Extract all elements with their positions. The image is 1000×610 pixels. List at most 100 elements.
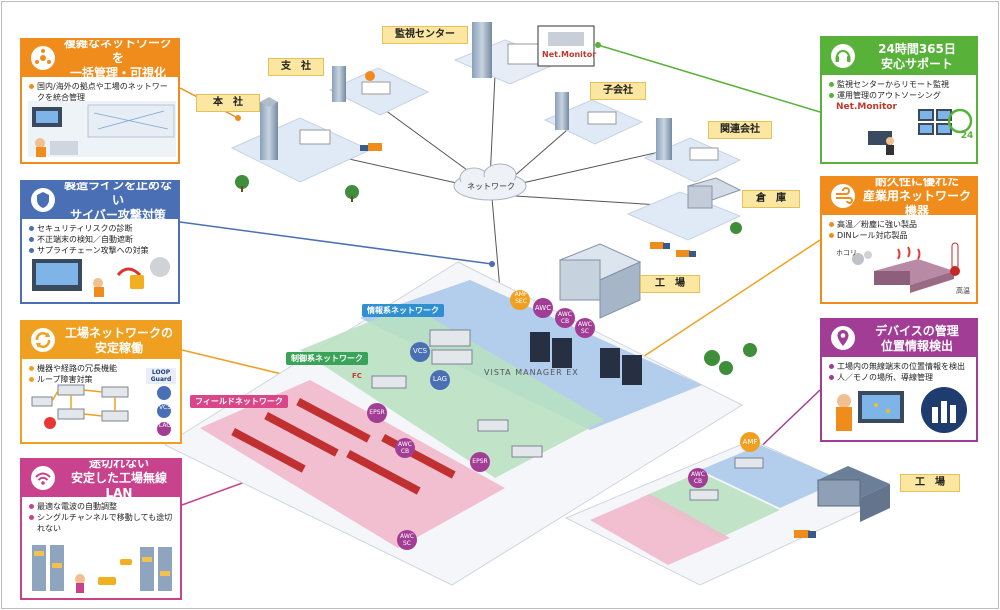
tag-awc-sc-2	[397, 530, 417, 550]
warehouse-robot-illustration	[32, 545, 172, 593]
refresh-cycle-icon	[31, 328, 55, 352]
sub-factory	[564, 439, 890, 586]
tag-awc-sc-label: AWC SC	[578, 321, 592, 335]
tag-epsr-2	[470, 452, 490, 472]
bullet: 最適な電波の自動調整	[28, 501, 174, 512]
bullet: 不正端末の検知／自動遮断	[28, 234, 172, 245]
panel-wireless-lan: 途切れない 安定した工場無線LAN 最適な電波の自動調整 シングルチャンネルで移…	[20, 458, 182, 600]
site-honsha	[230, 97, 382, 202]
tag-awc-label: AWC	[534, 304, 552, 312]
panel-location-header: デバイスの管理 位置情報検出	[822, 320, 976, 357]
shield-icon	[31, 188, 55, 212]
tag-awc-cb	[555, 308, 575, 328]
site-kogaisha	[543, 92, 644, 145]
redundant-switch-illustration	[31, 384, 171, 436]
monitoring-center-illustration	[868, 108, 973, 155]
control-room-illustration	[28, 101, 176, 157]
site-kanren	[643, 118, 742, 183]
label-kojo-sub: 工 場	[900, 474, 960, 492]
panel-location-title-2: 位置情報検出	[880, 338, 953, 353]
panel-wlan-title-2: 安定した工場無線LAN	[70, 471, 167, 500]
label-shisha: 支 社	[268, 58, 324, 76]
panel-durable-bullets: 高温／粉塵に強い製品 DINレール対応製品	[822, 219, 976, 241]
tag-amf-sec	[510, 290, 530, 310]
network-cloud	[453, 163, 527, 201]
tag-lag-label: LAG	[432, 375, 448, 383]
netmonitor-logo-panel: Net.Monitor	[836, 102, 897, 112]
bullet: セキュリティリスクの診断	[28, 223, 172, 234]
tag-awc-cb-3	[688, 468, 708, 488]
cyber-attack-illustration	[32, 257, 170, 297]
label-info-network: 情報系ネットワーク	[362, 304, 444, 317]
connector-support	[597, 44, 821, 113]
main-factory	[163, 261, 757, 586]
loop-guard-logo: LOOP Guard	[146, 368, 176, 384]
bullet: シングルチャンネルで移動しても途切れない	[28, 512, 174, 534]
wind-dust-icon	[831, 184, 855, 208]
label-kanren: 関連会社	[708, 121, 772, 139]
panel-unified-bullets: 国内/海外の拠点や工場のネットワークを統合管理	[22, 81, 178, 103]
tag-lag	[430, 370, 450, 390]
tag-awc-sc-2-label: AWC SC	[400, 533, 414, 547]
panel-cyber-title-1: 製造ラインを止めない	[63, 180, 172, 207]
network-cloud-label: ネットワーク	[467, 182, 515, 191]
label-kojo-main: 工 場	[640, 275, 700, 293]
connector-cyber	[179, 221, 493, 265]
label-kogaisha: 子会社	[590, 82, 646, 100]
panel-cyber-bullets: セキュリティリスクの診断 不正端末の検知／自動遮断 サプライチェーン攻撃への対策	[22, 223, 178, 256]
headset-icon	[831, 44, 855, 68]
tag-awc-cb-2	[395, 438, 415, 458]
tag-awc-cb-3-label: AWC CB	[691, 471, 705, 485]
vista-manager-label: VISTA MANAGER EX	[484, 368, 579, 377]
bullet: ループ障害対策	[28, 374, 174, 385]
site-kanshi	[453, 22, 595, 85]
panel-wlan-bullets: 最適な電波の自動調整 シングルチャンネルで移動しても途切れない	[22, 501, 180, 534]
panel-durable-title-2: 産業用ネットワーク機器	[862, 189, 971, 218]
map-pin-icon	[831, 326, 855, 350]
panel-24h-support: 24時間365日 安心サポート 監視センターからリモート監視 運用管理のアウトソ…	[820, 36, 978, 164]
tag-amf-2-label: AMF	[742, 438, 758, 446]
location-tracking-illustration	[836, 387, 967, 433]
bullet: DINレール対応製品	[828, 230, 970, 241]
tag-awc-sc	[575, 318, 595, 338]
bullet: サプライチェーン攻撃への対策	[28, 245, 172, 256]
panel-cyber-header: 製造ラインを止めない サイバー攻撃対策	[22, 180, 178, 222]
tag-epsr-1-label: EPSR	[369, 409, 385, 416]
tag-vcs-label: VCS	[412, 347, 428, 355]
panel-stable-operation: 工場ネットワークの 安定稼働 機器や経路の冗長機能 ループ障害対策 LOOP G…	[20, 320, 182, 444]
tag-amf-2	[740, 432, 760, 452]
panel-unified-management: 複雑なネットワークを 一括管理・可視化 国内/海外の拠点や工場のネットワークを統…	[20, 38, 180, 164]
label-control-network: 制御系ネットワーク	[286, 352, 368, 365]
tag-amf-sec-label: AMF SEC	[514, 291, 528, 305]
panel-unified-title-2: 一括管理・可視化	[69, 66, 166, 80]
tag-awc-cb-2-label: AWC CB	[398, 441, 412, 455]
label-honsha: 本 社	[196, 94, 260, 112]
bullet: 監視センターからリモート監視	[828, 79, 970, 90]
panel-support-bullets: 監視センターからリモート監視 運用管理のアウトソーシング	[822, 79, 976, 101]
bullet: 工場内の無線端末の位置情報を検出	[828, 361, 970, 372]
heat-label: 高温	[956, 287, 970, 295]
dust-label: ホコリ	[836, 249, 857, 257]
durable-switch-illustration	[852, 242, 960, 293]
panel-support-title-1: 24時間365日	[878, 41, 956, 56]
tag-awc-cb-label: AWC CB	[558, 311, 572, 325]
panel-device-location: デバイスの管理 位置情報検出 工場内の無線端末の位置情報を検出 人／モノの場所、…	[820, 318, 978, 442]
panel-stable-title-1: 工場ネットワークの	[64, 325, 173, 340]
tag-epsr-1	[367, 403, 387, 423]
bullet: 国内/海外の拠点や工場のネットワークを統合管理	[28, 81, 172, 103]
tag-awc	[533, 298, 553, 318]
panel-cyber-security: 製造ラインを止めない サイバー攻撃対策 セキュリティリスクの診断 不正端末の検知…	[20, 180, 180, 304]
panel-location-title-1: デバイスの管理	[875, 323, 959, 338]
panel-support-header: 24時間365日 安心サポート	[822, 38, 976, 75]
fc-logo: FC	[352, 372, 362, 380]
device-tags	[367, 290, 760, 550]
bullet: 人／モノの場所、導線管理	[828, 372, 970, 383]
stable-lag-tag: LAG	[158, 422, 172, 429]
network-hub-icon	[31, 46, 55, 70]
bullet: 機器や経路の冗長機能	[28, 363, 174, 374]
label-souko: 倉 庫	[742, 190, 800, 208]
panel-wlan-title-1: 途切れない	[88, 458, 149, 470]
stable-epsr-tag: EPSR	[158, 440, 172, 444]
